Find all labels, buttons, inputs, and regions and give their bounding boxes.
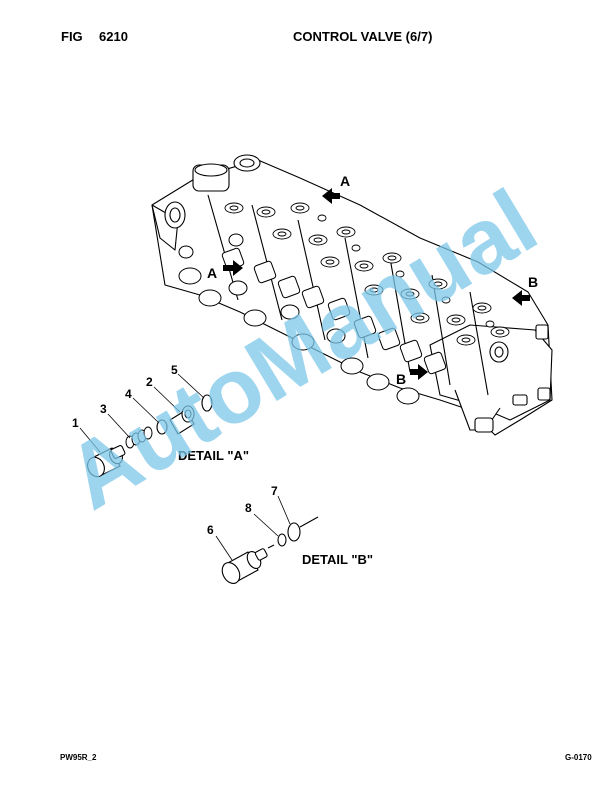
detail-b-label: DETAIL "B" bbox=[302, 552, 373, 567]
figure-label: FIG bbox=[61, 29, 83, 44]
part-1-plug bbox=[87, 445, 126, 478]
view-arrows bbox=[223, 188, 530, 380]
callout-6: 6 bbox=[207, 523, 214, 537]
figure-number: 6210 bbox=[99, 29, 128, 44]
view-marker-a-top: A bbox=[340, 173, 350, 189]
detail-b-leaders bbox=[215, 495, 291, 561]
detail-b-parts bbox=[221, 516, 319, 584]
part-7-o-ring bbox=[287, 522, 301, 542]
footer-page-code: G-0170 bbox=[565, 753, 592, 762]
callout-8: 8 bbox=[245, 501, 252, 515]
view-marker-b-right: B bbox=[528, 274, 538, 290]
part-6-plug bbox=[221, 544, 275, 584]
part-8-backup-ring bbox=[277, 533, 287, 547]
page-title: CONTROL VALVE (6/7) bbox=[293, 29, 433, 44]
part-3-spring bbox=[125, 426, 153, 449]
part-5-backup-ring bbox=[201, 394, 213, 412]
callout-1: 1 bbox=[72, 416, 79, 430]
detail-a-leaders bbox=[79, 373, 205, 453]
detail-a-label: DETAIL "A" bbox=[178, 448, 249, 463]
view-marker-a-left: A bbox=[207, 265, 217, 281]
view-marker-b-lower: B bbox=[396, 371, 406, 387]
callout-3: 3 bbox=[100, 402, 107, 416]
callout-4: 4 bbox=[125, 387, 132, 401]
callout-7: 7 bbox=[271, 484, 278, 498]
part-4-o-ring bbox=[156, 419, 168, 435]
part-2-poppet bbox=[169, 405, 195, 435]
control-valve-assembly bbox=[151, 154, 553, 436]
footer-model-code: PW95R_2 bbox=[60, 753, 97, 762]
callout-2: 2 bbox=[146, 375, 153, 389]
callout-5: 5 bbox=[171, 363, 178, 377]
detail-a-parts bbox=[87, 394, 213, 478]
